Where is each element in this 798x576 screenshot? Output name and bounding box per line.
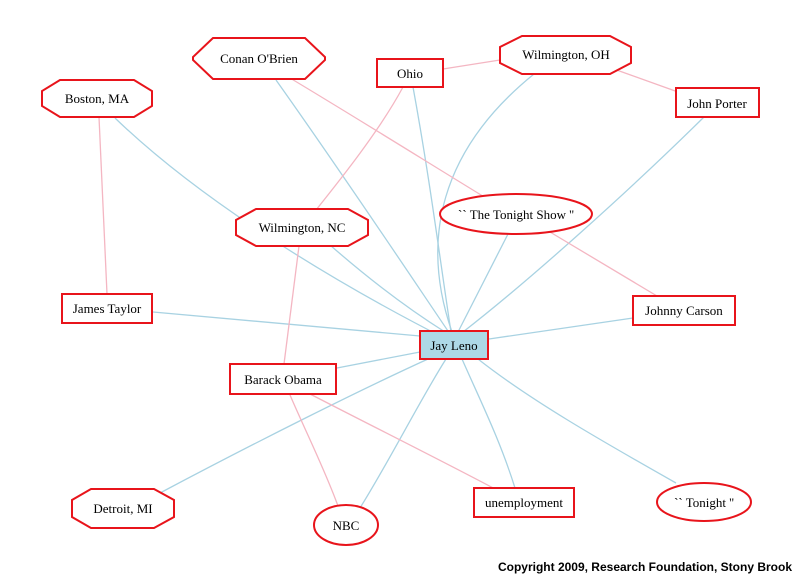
node-barack-obama[interactable]: Barack Obama: [229, 363, 337, 395]
node-the-tonight-show[interactable]: `` The Tonight Show '': [439, 193, 593, 235]
edge-jayleno-unemployment: [461, 358, 516, 489]
node-johnny-carson[interactable]: Johnny Carson: [632, 295, 736, 326]
edge-ohio-wilmington-oh: [442, 59, 501, 70]
edge-jayleno-nbc: [359, 358, 447, 509]
node-label-the-tonight-show: `` The Tonight Show '': [458, 207, 574, 222]
edge-jayleno-james-taylor: [152, 311, 421, 337]
node-label-unemployment: unemployment: [485, 495, 563, 510]
node-conan-obrien[interactable]: Conan O'Brien: [192, 37, 326, 80]
edge-ohio-wilmington-nc: [315, 86, 404, 211]
edge-wilmington-oh-john-porter: [610, 67, 679, 93]
node-label-jay-leno: Jay Leno: [430, 338, 477, 353]
edge-wilmington-nc-barack-obama: [283, 245, 300, 365]
node-john-porter[interactable]: John Porter: [675, 87, 760, 118]
node-wilmington-nc[interactable]: Wilmington, NC: [235, 208, 369, 247]
node-nbc[interactable]: NBC: [313, 504, 379, 546]
node-label-tonight: `` Tonight '': [674, 495, 734, 510]
node-wilmington-oh[interactable]: Wilmington, OH: [499, 35, 632, 75]
node-jay-leno[interactable]: Jay Leno: [419, 330, 489, 360]
node-label-ohio: Ohio: [397, 66, 423, 81]
node-label-wilmington-oh: Wilmington, OH: [522, 47, 610, 62]
edge-jayleno-wilmington-nc: [329, 244, 446, 333]
node-ohio[interactable]: Ohio: [376, 58, 444, 88]
edge-boston-james-taylor: [98, 116, 108, 295]
node-label-barack-obama: Barack Obama: [244, 372, 322, 387]
edge-jayleno-ohio: [412, 86, 452, 333]
edge-jayleno-john-porter: [462, 116, 705, 333]
edge-barack-obama-nbc: [289, 394, 339, 507]
edge-jayleno-johnny-carson: [488, 317, 634, 340]
edge-jayleno-tonight: [477, 358, 677, 484]
edge-jayleno-conan: [275, 79, 451, 335]
node-james-taylor[interactable]: James Taylor: [61, 293, 153, 324]
node-label-boston-ma: Boston, MA: [65, 91, 130, 106]
node-unemployment[interactable]: unemployment: [473, 487, 575, 518]
node-label-john-porter: John Porter: [687, 96, 747, 111]
node-label-johnny-carson: Johnny Carson: [645, 303, 723, 318]
node-label-james-taylor: James Taylor: [73, 301, 142, 316]
node-boston-ma[interactable]: Boston, MA: [41, 79, 153, 118]
node-detroit-mi[interactable]: Detroit, MI: [71, 488, 175, 529]
edge-jayleno-detroit: [159, 358, 429, 494]
node-label-wilmington-nc: Wilmington, NC: [259, 220, 346, 235]
edge-tonight-show-johnny-carson: [549, 231, 658, 297]
node-tonight[interactable]: `` Tonight '': [656, 482, 752, 522]
copyright-notice: Copyright 2009, Research Foundation, Sto…: [497, 560, 792, 574]
node-label-detroit-mi: Detroit, MI: [93, 501, 152, 516]
node-label-nbc: NBC: [333, 518, 360, 533]
edge-jayleno-wilmington-oh: [437, 73, 535, 333]
edge-jayleno-tonight-show: [457, 233, 509, 333]
edge-jayleno-barack-obama: [336, 351, 421, 369]
edge-conan-tonight-show: [289, 77, 487, 199]
node-label-conan-obrien: Conan O'Brien: [220, 51, 298, 66]
edge-barack-obama-unemployment: [309, 393, 496, 490]
